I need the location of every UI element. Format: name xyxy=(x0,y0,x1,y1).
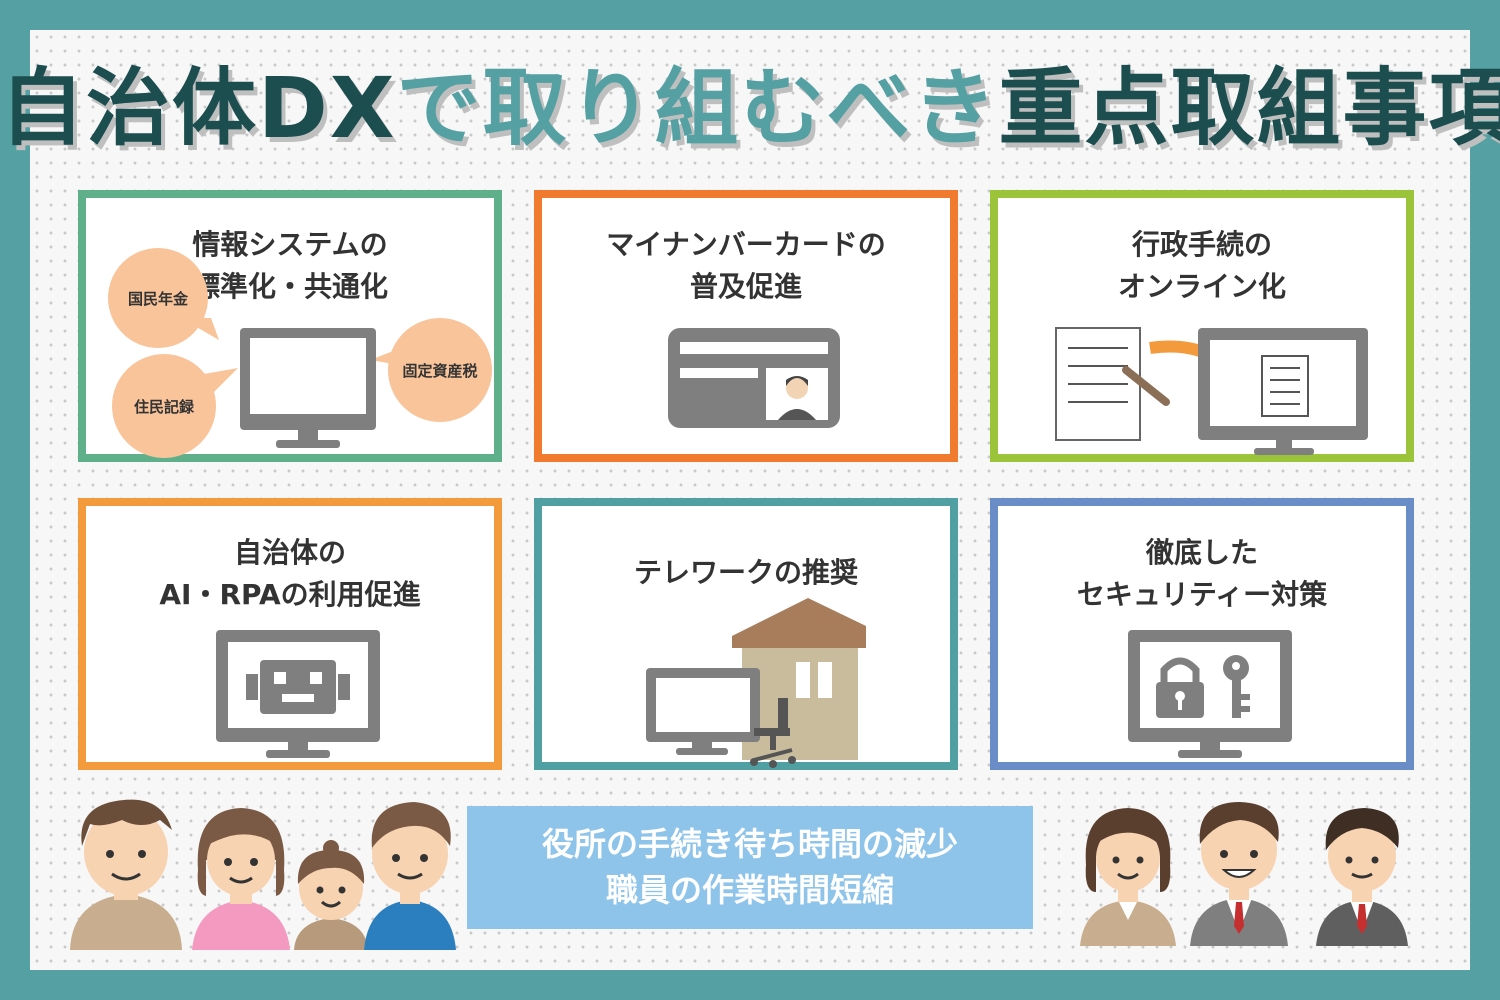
robot-monitor-icon xyxy=(216,630,380,758)
monitor-stand xyxy=(298,430,318,442)
young-staff-illustration xyxy=(1316,808,1408,946)
card-ai-rpa: 自治体の AI・RPAの利用促進 xyxy=(78,498,502,770)
main-title: 自治体DXで取り組むべき重点取組事項 xyxy=(0,58,1500,158)
female-staff-illustration xyxy=(1080,808,1176,946)
bubble-property-tax: 固定資産税 xyxy=(388,318,492,422)
bubble-resident-record: 住民記録 xyxy=(112,354,216,458)
summary-line-2: 職員の作業時間短縮 xyxy=(605,871,894,909)
card-title: マイナンバーカードの 普及促進 xyxy=(606,228,886,303)
summary-line-1: 役所の手続き待ち時間の減少 xyxy=(541,825,958,863)
boy-illustration xyxy=(364,802,456,950)
card-title: 行政手続の オンライン化 xyxy=(1117,228,1286,303)
house-desk-chair-icon xyxy=(646,598,866,768)
card-standardization: 情報システムの 標準化・共通化 国民年金 住民記録 固定資産税 xyxy=(78,190,502,462)
card-title: 自治体の AI・RPAの利用促進 xyxy=(159,536,421,611)
summary-box: 役所の手続き待ち時間の減少 職員の作業時間短縮 xyxy=(467,806,1033,929)
card-online-procedures: 行政手続の オンライン化 xyxy=(990,190,1414,462)
card-my-number: マイナンバーカードの 普及促進 xyxy=(534,190,958,462)
mother-illustration xyxy=(192,808,290,950)
male-staff-illustration xyxy=(1190,802,1288,946)
title-part-1: 自治体DX xyxy=(0,59,397,157)
bubble-tail-icon xyxy=(370,346,406,366)
card-telework: テレワークの推奨 xyxy=(534,498,958,770)
father-illustration xyxy=(70,799,182,950)
title-part-3: 重点取組事項 xyxy=(998,59,1500,157)
card-title: 徹底した セキュリティー対策 xyxy=(1076,536,1328,611)
bubble-tail-icon xyxy=(181,318,219,340)
document-to-monitor-icon xyxy=(1055,327,1368,455)
id-card-icon xyxy=(668,328,840,428)
monitor-screen xyxy=(250,338,366,414)
card-title: テレワークの推奨 xyxy=(633,556,858,589)
title-part-2: で取り組むべき xyxy=(396,59,999,157)
card-security: 徹底した セキュリティー対策 xyxy=(990,498,1414,770)
card-title: 情報システムの 標準化・共通化 xyxy=(191,228,388,303)
monitor-base xyxy=(276,440,340,448)
child-illustration xyxy=(294,840,368,950)
bubble-pension: 国民年金 xyxy=(108,248,208,348)
lock-key-monitor-icon xyxy=(1128,630,1292,758)
bubble-tail-icon xyxy=(204,368,238,396)
